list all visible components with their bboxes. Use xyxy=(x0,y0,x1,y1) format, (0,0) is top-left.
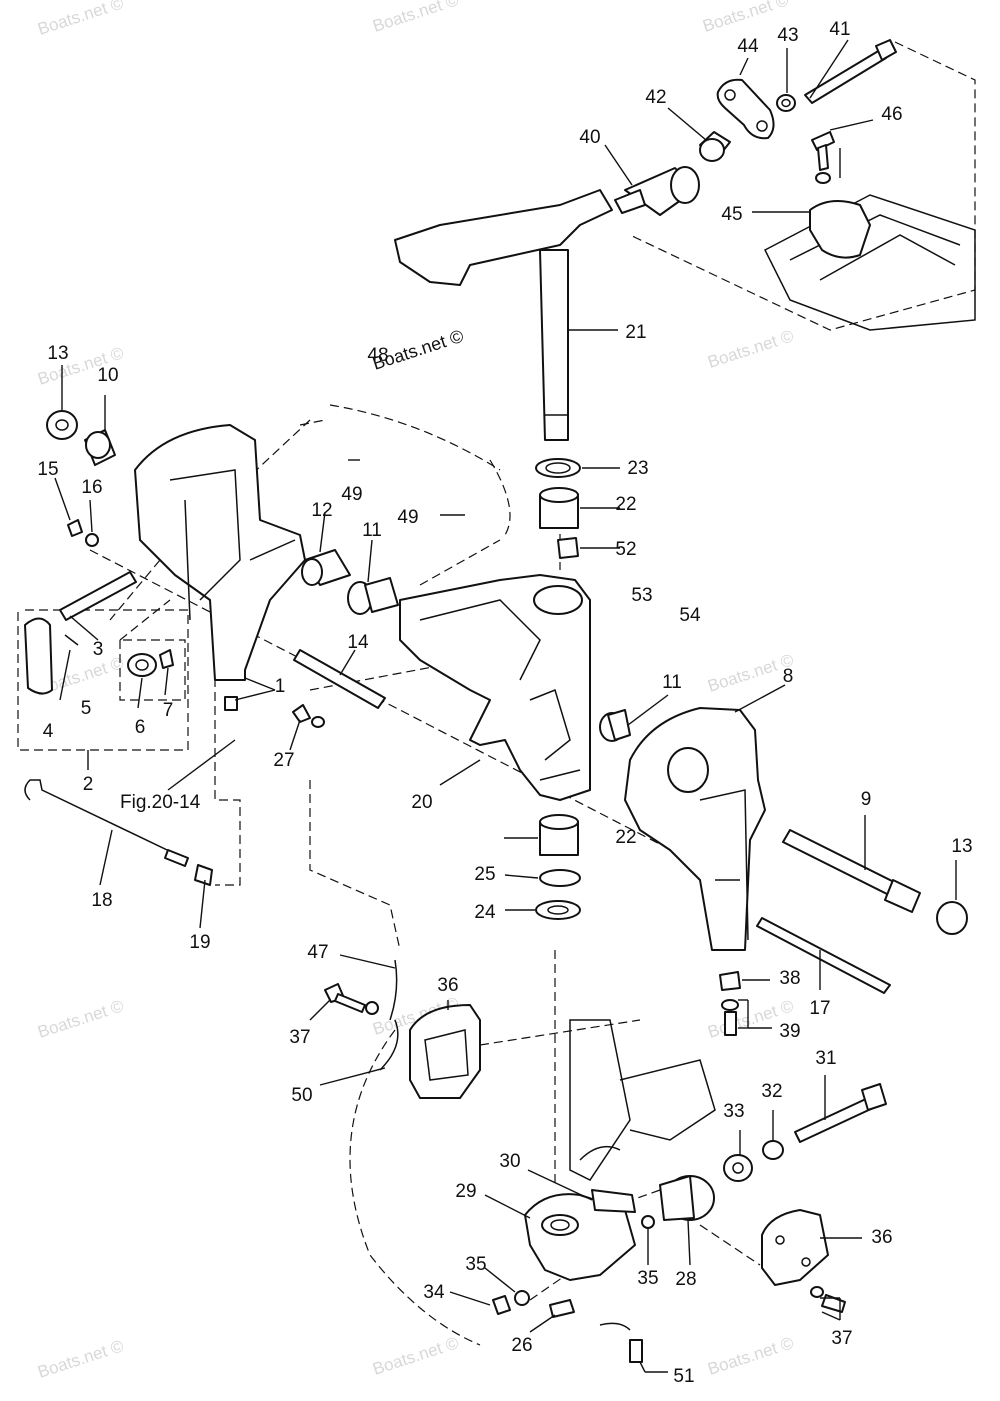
watermark-text: Boats.net © xyxy=(705,1333,796,1379)
part-label-38: 38 xyxy=(779,968,800,989)
part-label-13: 13 xyxy=(47,343,68,364)
part-label-29: 29 xyxy=(455,1181,476,1202)
part-label-48: 48 xyxy=(367,345,388,366)
part-label-53: 53 xyxy=(631,585,652,606)
part-label-13: 13 xyxy=(951,836,972,857)
part-number-labels: 1234567891011111213131415161718192021222… xyxy=(37,19,972,1387)
part-label-25: 25 xyxy=(474,864,495,885)
part-label-35: 35 xyxy=(637,1268,658,1289)
part-label-36: 36 xyxy=(871,1227,892,1248)
part-label-44: 44 xyxy=(737,36,759,57)
part-label-42: 42 xyxy=(645,87,666,108)
part-label-23: 23 xyxy=(627,458,648,479)
part-label-54: 54 xyxy=(679,605,701,626)
part-drawings xyxy=(24,39,976,1363)
part-label-8: 8 xyxy=(783,666,794,687)
part-label-5: 5 xyxy=(81,698,92,719)
part-label-45: 45 xyxy=(721,204,742,225)
part-label-7: 7 xyxy=(163,700,174,721)
part-label-27: 27 xyxy=(273,750,294,771)
watermark-text: Boats.net © xyxy=(35,0,126,39)
watermarks: Boats.net © Boats.net © Boats.net © Boats.n… xyxy=(35,0,796,1382)
part-label-49: 49 xyxy=(397,507,418,528)
part-label-10: 10 xyxy=(97,365,118,386)
part-label-24: 24 xyxy=(474,902,496,923)
part-label-22: 22 xyxy=(615,827,636,848)
watermark-text: Boats.net © xyxy=(35,996,126,1042)
part-label-17: 17 xyxy=(809,998,830,1019)
leader-lines xyxy=(54,39,957,1373)
part-label-19: 19 xyxy=(189,932,210,953)
part-label-33: 33 xyxy=(723,1101,744,1122)
part-label-16: 16 xyxy=(81,477,102,498)
part-label-50: 50 xyxy=(291,1085,312,1106)
inline-watermark: Boats.net © xyxy=(370,326,466,374)
part-label-26: 26 xyxy=(511,1335,532,1356)
part-label-35: 35 xyxy=(465,1254,486,1275)
watermark-text: Boats.net © xyxy=(370,0,461,36)
watermark-text: Boats.net © xyxy=(705,326,796,372)
part-label-43: 43 xyxy=(777,25,798,46)
watermark-text: Boats.net © xyxy=(370,1333,461,1379)
part-label-18: 18 xyxy=(91,890,112,911)
part-label-21: 21 xyxy=(625,322,646,343)
part-label-49: 49 xyxy=(341,484,362,505)
part-label-30: 30 xyxy=(499,1151,520,1172)
part-label-1: 1 xyxy=(275,676,286,697)
part-label-36: 36 xyxy=(437,975,458,996)
watermark-text: Boats.net © xyxy=(35,1336,126,1382)
part-label-12: 12 xyxy=(311,500,332,521)
part-label-11: 11 xyxy=(362,520,382,541)
part-label-15: 15 xyxy=(37,459,58,480)
part-label-20: 20 xyxy=(411,792,432,813)
part-label-52: 52 xyxy=(615,539,636,560)
part-label-14: 14 xyxy=(347,632,369,653)
part-label-39: 39 xyxy=(779,1021,800,1042)
part-label-32: 32 xyxy=(761,1081,782,1102)
part-label-3: 3 xyxy=(93,639,104,660)
part-label-47: 47 xyxy=(307,942,328,963)
part-label-34: 34 xyxy=(423,1282,445,1303)
figure-reference: Fig.20-14 xyxy=(120,792,201,813)
part-label-51: 51 xyxy=(673,1366,694,1387)
part-label-2: 2 xyxy=(83,774,94,795)
part-label-11: 11 xyxy=(662,672,682,693)
part-label-37: 37 xyxy=(289,1027,310,1048)
part-label-37: 37 xyxy=(831,1328,852,1349)
part-label-40: 40 xyxy=(579,127,600,148)
part-label-22: 22 xyxy=(615,494,636,515)
part-label-41: 41 xyxy=(829,19,850,40)
part-label-4: 4 xyxy=(43,721,54,742)
part-label-31: 31 xyxy=(815,1048,836,1069)
part-label-28: 28 xyxy=(675,1269,696,1290)
part-label-46: 46 xyxy=(881,104,902,125)
part-label-6: 6 xyxy=(135,717,146,738)
part-label-9: 9 xyxy=(861,789,872,810)
